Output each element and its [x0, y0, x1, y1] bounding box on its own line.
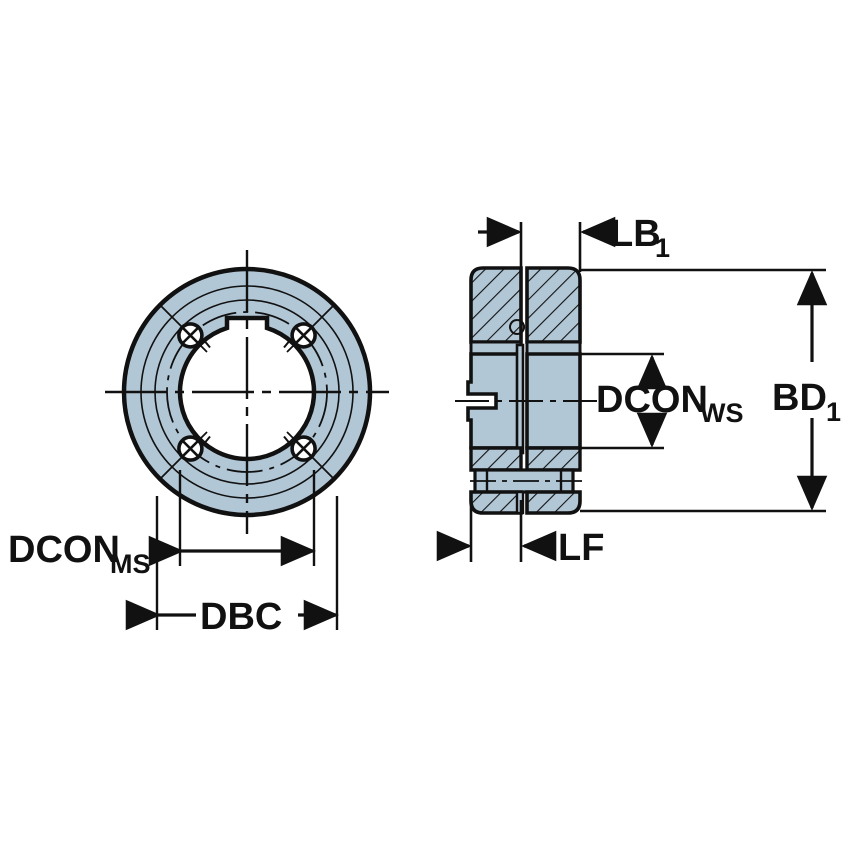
bolt-hole-top-left: [177, 322, 204, 349]
front-view-dimensions: DCON MS DBC: [8, 470, 339, 638]
section-bottom-right-block: [525, 490, 582, 515]
section-lower-band-right: [525, 446, 582, 472]
dim-label-bd1-base: BD: [772, 377, 827, 419]
dim-label-lf: LF: [558, 527, 604, 569]
front-view: [105, 250, 389, 534]
section-view-dimensions: LB 1 DCON WS BD 1 LF: [436, 213, 841, 569]
section-upper-left-block: [469, 266, 523, 344]
section-view: [455, 266, 600, 515]
dim-label-bd1-subscript: 1: [826, 397, 841, 427]
dim-label-dconms-subscript: MS: [110, 549, 151, 579]
dim-label-dconms: DCON MS: [8, 529, 151, 579]
section-lower-band-left: [469, 446, 523, 472]
dim-label-dbc: DBC: [200, 596, 282, 638]
dim-label-lb1-subscript: 1: [655, 233, 670, 263]
bolt-hole-bottom-right: [290, 435, 317, 462]
dim-label-bd1: BD 1: [772, 377, 841, 427]
dim-label-dconms-base: DCON: [8, 529, 120, 571]
front-bolt-holes: [177, 322, 317, 462]
bolt-hole-bottom-left: [177, 435, 204, 462]
front-bore-ticks: [202, 338, 292, 446]
section-center-slot: [515, 343, 525, 455]
section-upper-arc-detail: [509, 319, 526, 335]
section-fastener: [470, 468, 585, 494]
dim-label-dconws: DCON WS: [596, 379, 744, 428]
dim-label-lb1: LB 1: [610, 213, 670, 263]
section-bottom-left-block: [469, 490, 523, 515]
dim-label-dconws-base: DCON: [596, 379, 708, 421]
dim-label-dconws-subscript: WS: [700, 398, 744, 428]
bolt-hole-top-right: [290, 322, 317, 349]
section-upper-right-block: [525, 266, 582, 344]
dim-label-lb1-base: LB: [610, 213, 661, 255]
